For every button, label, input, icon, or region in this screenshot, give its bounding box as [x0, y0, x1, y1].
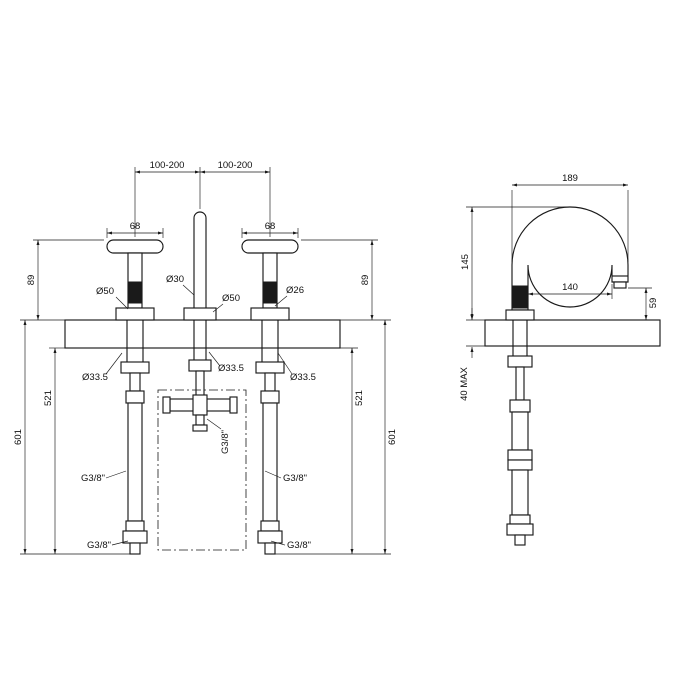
dim-deck-thickness-label: 40 MAX — [459, 366, 470, 400]
thread-tee-center-label: G3/8" — [220, 430, 231, 454]
dim-handle-width-left-label: 68 — [130, 221, 141, 232]
dim-spread-right-label: 100-200 — [218, 160, 253, 171]
left-handle-band — [127, 281, 143, 304]
thread-hose-end-right-label: G3/8" — [287, 540, 311, 551]
left-handle-base — [115, 307, 155, 321]
deck-hole-center — [193, 321, 207, 347]
left-handle-bar — [106, 239, 164, 254]
spout-front — [183, 211, 217, 321]
side-supply-unit — [506, 320, 534, 546]
spout-gooseneck — [511, 206, 629, 311]
dia-hole-center-label: Ø33.5 — [218, 363, 244, 374]
left-flex-hose — [127, 402, 143, 522]
front-view: 100-200 100-200 68 68 89 89 Ø50 Ø30 — [13, 160, 398, 555]
side-flex-hose-lower — [511, 469, 529, 516]
dim-height-left-label: 89 — [26, 275, 37, 286]
dim-height-right-label: 89 — [360, 275, 371, 286]
right-handle — [241, 239, 299, 321]
spout-column — [193, 211, 207, 308]
spout-base-side — [505, 309, 535, 321]
side-flex-hose-upper — [511, 411, 529, 451]
spout-band-side — [511, 285, 529, 309]
dim-spread-left-label: 100-200 — [150, 160, 185, 171]
thread-hose-right-label: G3/8" — [283, 473, 307, 484]
dia-handle-base-left-label: Ø50 — [96, 286, 114, 297]
deck-hole-side — [511, 321, 529, 345]
left-supply-unit — [120, 320, 150, 555]
side-view: 189 145 140 59 40 MAX — [459, 173, 661, 546]
center-supply-tee — [162, 320, 238, 432]
deck-hole-right — [261, 321, 279, 347]
dim-outlet-height-label: 59 — [648, 298, 659, 309]
dia-spout-base-label: Ø50 — [222, 293, 240, 304]
dia-spout-column-label: Ø30 — [166, 274, 184, 285]
spout-side — [505, 206, 629, 321]
right-supply-unit — [255, 320, 285, 555]
right-flex-hose — [262, 402, 278, 522]
right-handle-base — [250, 307, 290, 321]
dia-hole-left-label: Ø33.5 — [82, 372, 108, 383]
thread-hose-end-left-label: G3/8" — [87, 540, 111, 551]
optional-kit-boundary — [157, 389, 247, 551]
side-view-dimensions: 189 145 140 59 40 MAX — [459, 173, 659, 401]
dim-overall-right-label: 601 — [387, 429, 398, 445]
dim-overall-reach-label: 189 — [562, 173, 578, 184]
left-handle — [106, 239, 164, 321]
spout-base — [183, 307, 217, 321]
dim-spout-height-label: 145 — [460, 254, 471, 270]
dim-overall-left-label: 601 — [13, 429, 24, 445]
dim-spout-reach-label: 140 — [562, 282, 578, 293]
thread-hose-left-label: G3/8" — [81, 473, 105, 484]
dia-hole-right-label: Ø33.5 — [290, 372, 316, 383]
dim-handle-width-right-label: 68 — [265, 221, 276, 232]
dim-hose-left-label: 521 — [43, 390, 54, 406]
deck-hole-left — [126, 321, 144, 347]
dia-handle-stem-right-label: Ø26 — [286, 285, 304, 296]
front-view-dimensions: 100-200 100-200 68 68 89 89 Ø50 Ø30 — [13, 160, 398, 555]
dim-hose-right-label: 521 — [354, 390, 365, 406]
right-handle-bar — [241, 239, 299, 254]
right-handle-band — [262, 281, 278, 304]
spout-aerator — [613, 281, 627, 289]
